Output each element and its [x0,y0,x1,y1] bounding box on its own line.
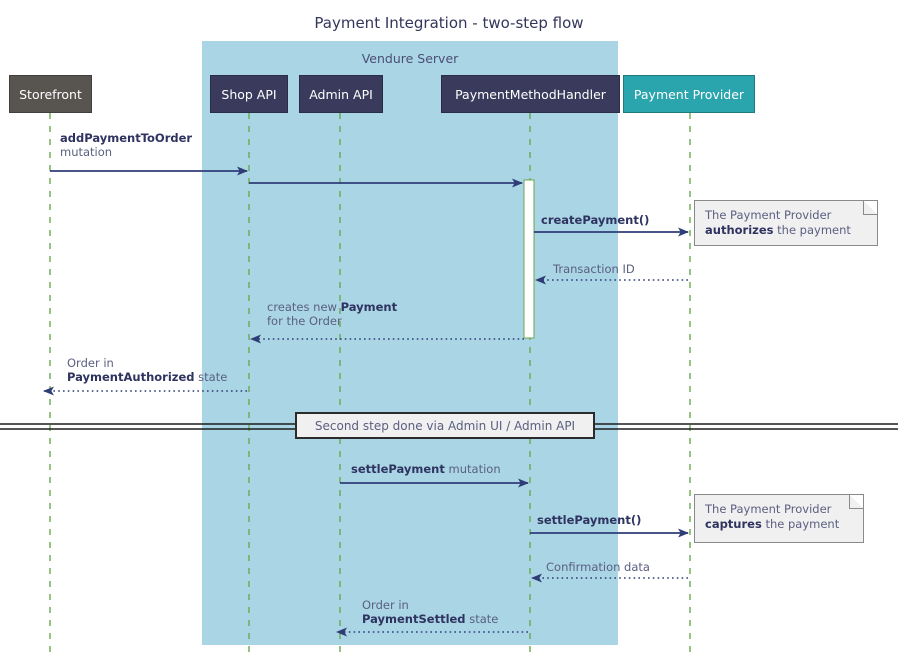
participant-handler[interactable]: PaymentMethodHandler [441,75,620,113]
participant-label: Storefront [19,86,82,102]
message-label-confirmation-data: Confirmation data [546,560,650,574]
text-line: for the Order [267,314,342,328]
text-line: captures the payment [705,517,840,531]
message-label-transaction-id: Transaction ID [553,262,635,276]
text-line: PaymentAuthorized state [67,370,228,384]
text-line: settlePayment mutation [351,462,501,476]
text-line: Confirmation data [546,560,650,574]
divider-label: Second step done via Admin UI / Admin AP… [314,418,576,433]
note-fold-corner-icon [849,495,863,509]
participant-label: Admin API [309,86,373,102]
participant-admin-api[interactable]: Admin API [299,75,383,113]
text-line: addPaymentToOrder [60,131,193,145]
participant-shop-api[interactable]: Shop API [210,75,288,113]
message-label-settle-payment-mutation: settlePayment mutation [351,462,501,476]
text-line: settlePayment() [537,513,642,527]
text-line: mutation [60,145,113,159]
text-line: The Payment Provider [705,208,832,222]
text-line: PaymentSettled state [362,612,499,626]
text-line: Order in [362,598,409,612]
text-line: creates new Payment [267,300,398,314]
text-line: authorizes the payment [705,223,851,237]
participant-storefront[interactable]: Storefront [9,75,92,113]
message-label-create-payment: createPayment() [541,213,649,227]
diagram-title: Payment Integration - two-step flow [314,14,584,32]
note-fold-corner-icon [863,201,877,215]
text-line: The Payment Provider [705,502,832,516]
message-label-settle-payment-call: settlePayment() [537,513,641,527]
participant-label: Payment Provider [633,86,745,102]
text-line: Transaction ID [553,262,635,276]
participant-label: PaymentMethodHandler [455,86,606,102]
participant-label: Shop API [221,86,277,102]
text-line: Order in [67,356,114,370]
divider-second-step: Second step done via Admin UI / Admin AP… [295,412,595,439]
text-line: createPayment() [541,213,650,227]
participant-provider[interactable]: Payment Provider [623,75,755,113]
activation-bar-handler [523,179,535,339]
group-label-vendure-server: Vendure Server [361,51,459,66]
group-region-vendure-server [202,41,618,645]
